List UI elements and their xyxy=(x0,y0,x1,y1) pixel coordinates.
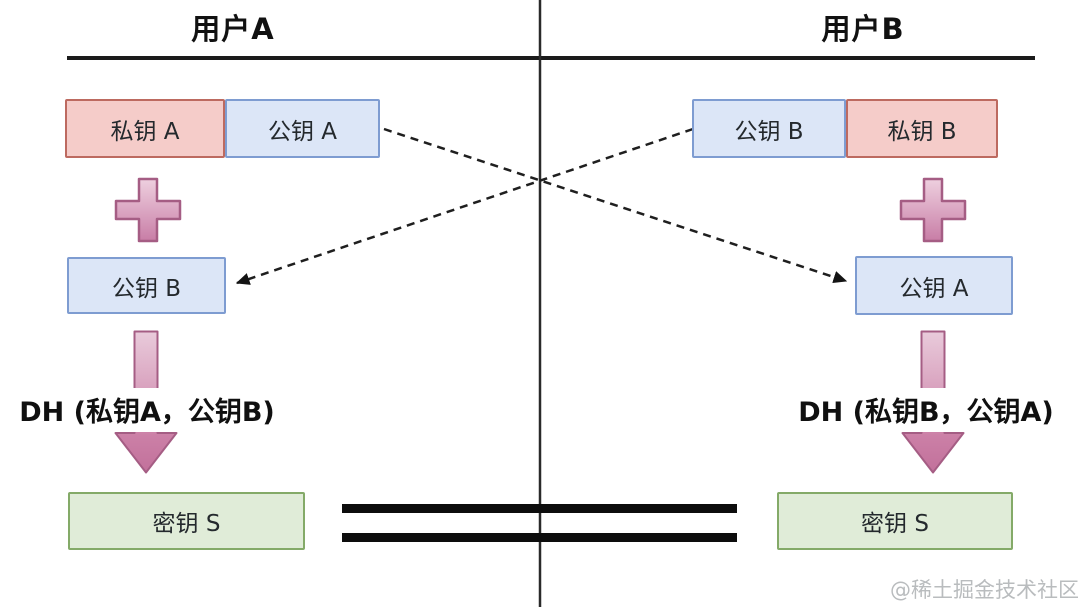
secret-key-a-box: 密钥 S xyxy=(68,492,305,550)
public-key-a-box: 公钥 A xyxy=(225,99,380,158)
secret-key-b-box: 密钥 S xyxy=(777,492,1013,550)
private-key-a-box: 私钥 A xyxy=(65,99,225,158)
private-key-b-box: 私钥 B xyxy=(846,99,998,158)
equals-bar-top xyxy=(342,504,737,513)
received-public-key-b-box: 公钥 B xyxy=(67,257,226,314)
column-header-user-a: 用户A xyxy=(191,12,275,46)
received-public-key-a-box: 公钥 A xyxy=(855,256,1013,315)
equals-bar-bottom xyxy=(342,533,737,542)
dh-formula-user-b: DH (私钥B，公钥A) xyxy=(783,388,1069,432)
watermark: @稀土掘金技术社区 xyxy=(890,578,1079,602)
plus-icon xyxy=(899,177,967,243)
column-header-user-b: 用户B xyxy=(821,12,905,46)
plus-icon xyxy=(114,177,182,243)
public-key-b-box: 公钥 B xyxy=(692,99,846,158)
dh-formula-user-a: DH (私钥A，公钥B) xyxy=(2,388,292,432)
